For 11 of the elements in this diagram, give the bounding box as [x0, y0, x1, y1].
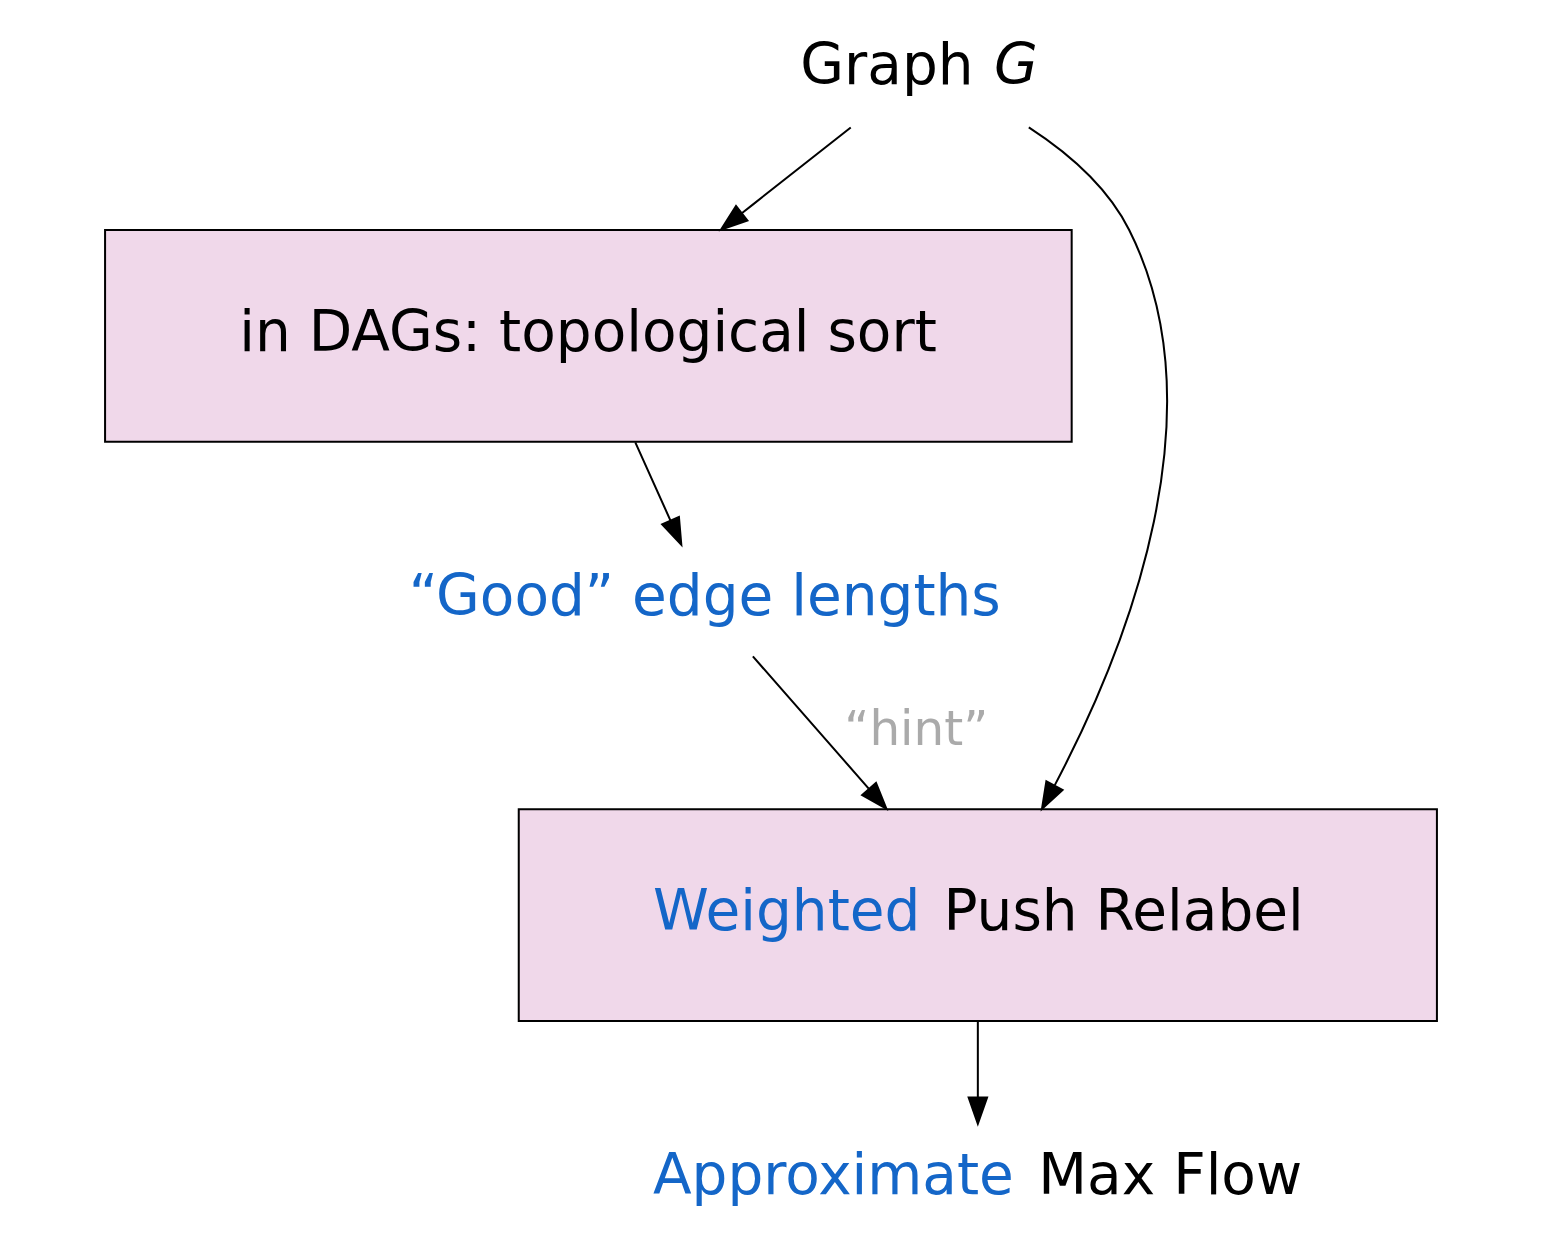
edge-label: “hint” [844, 699, 989, 756]
arrow [634, 441, 683, 548]
node-text: Approximate Max Flow [652, 1142, 1303, 1208]
node-text: “Good” edge lengths [408, 563, 1001, 629]
node-text: Graph G [800, 32, 1038, 98]
arrow [1028, 126, 1168, 812]
arrow [718, 126, 852, 232]
node-box: Weighted Push Relabel [517, 808, 1438, 1023]
arrow [967, 1021, 989, 1127]
node-box: in DAGs: topological sort [104, 228, 1073, 443]
arrow [752, 655, 889, 811]
